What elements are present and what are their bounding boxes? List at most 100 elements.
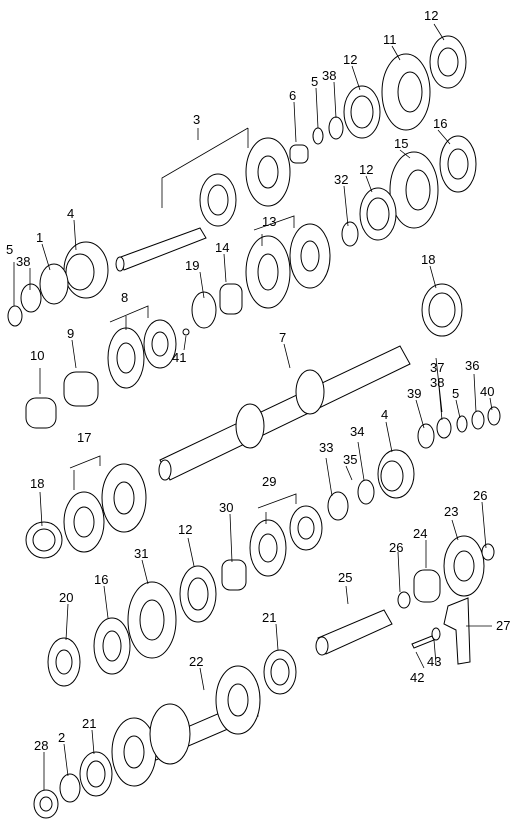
callout-17: 17 [77, 430, 91, 445]
gear-12-topright [429, 35, 467, 89]
callout-26-b: 26 [389, 540, 403, 555]
bushing-6 [289, 144, 309, 164]
callout-24: 24 [413, 526, 427, 541]
callout-6: 6 [289, 88, 296, 103]
callout-12-b: 12 [343, 52, 357, 67]
callout-13: 13 [262, 214, 276, 229]
callout-16-b: 16 [94, 572, 108, 587]
callout-32: 32 [334, 172, 348, 187]
main-shaft-7 [158, 345, 411, 481]
ring-37 [436, 417, 452, 439]
callout-19: 19 [185, 258, 199, 273]
gear-29 [249, 505, 323, 577]
callout-29: 29 [262, 474, 276, 489]
gear-12-lower [179, 565, 217, 623]
callout-30: 30 [219, 500, 233, 515]
bracket-27 [443, 597, 471, 665]
callout-10: 10 [30, 348, 44, 363]
callout-16-a: 16 [433, 116, 447, 131]
ring-39 [417, 423, 435, 449]
ring-5-mid [456, 415, 468, 433]
callout-31: 31 [134, 546, 148, 561]
callout-12-d: 12 [178, 522, 192, 537]
bolt-42 [411, 635, 435, 649]
bearing-4-mid [377, 449, 415, 499]
ring-1 [39, 263, 69, 305]
ball-41 [182, 328, 190, 336]
callout-12-a: 12 [424, 8, 438, 23]
sleeve-10 [25, 397, 57, 429]
gear-17 [63, 463, 147, 553]
callout-33: 33 [319, 440, 333, 455]
bearing-21-upper [263, 649, 297, 695]
callout-23: 23 [444, 504, 458, 519]
bushing-14 [219, 283, 243, 315]
callout-27: 27 [496, 618, 510, 633]
callout-18-a: 18 [421, 252, 435, 267]
callout-labels: 12 11 12 5 38 6 3 16 15 32 12 4 13 1 5 3… [6, 8, 510, 753]
callout-15: 15 [394, 136, 408, 151]
callout-36: 36 [465, 358, 479, 373]
synchro-ring-12-mid [359, 187, 397, 241]
callout-41: 41 [172, 350, 186, 365]
ring-40 [487, 406, 501, 426]
callout-2: 2 [58, 730, 65, 745]
callout-21-a: 21 [262, 610, 276, 625]
bushing-24 [413, 569, 441, 603]
synchro-ring-12-top [343, 85, 381, 139]
callout-14: 14 [215, 240, 229, 255]
gear-16-upper [439, 135, 477, 193]
callout-38-a: 38 [322, 68, 336, 83]
callout-8: 8 [121, 290, 128, 305]
callout-25: 25 [338, 570, 352, 585]
callout-3: 3 [193, 112, 200, 127]
callout-35: 35 [343, 452, 357, 467]
callout-12-c: 12 [359, 162, 373, 177]
gear-16-lower [93, 617, 131, 675]
callout-5-a: 5 [311, 74, 318, 89]
gear-20 [47, 637, 81, 687]
bearing-4-upper [63, 241, 109, 299]
sleeve-hub-31 [127, 581, 177, 659]
washer-19 [191, 291, 217, 329]
bearing-21-lower [79, 751, 113, 797]
input-shaft-3 [115, 137, 291, 272]
callout-42: 42 [410, 670, 424, 685]
bushing-30 [221, 559, 247, 591]
callout-28: 28 [34, 738, 48, 753]
callout-11: 11 [383, 32, 397, 47]
gear-8 [107, 319, 177, 389]
bearing-18-lower [25, 521, 63, 559]
callout-38-c: 38 [430, 375, 444, 390]
ring-26-right [481, 543, 495, 561]
ring-36 [471, 410, 485, 430]
ring-38-top [328, 116, 344, 140]
ring-2 [59, 773, 81, 803]
countershaft-22 [111, 665, 261, 787]
callout-26-a: 26 [473, 488, 487, 503]
callout-9: 9 [67, 326, 74, 341]
callout-18-b: 18 [30, 476, 44, 491]
washer-43 [431, 627, 441, 641]
ring-33 [327, 491, 349, 521]
bearing-18-upper [421, 283, 463, 337]
sleeve-hub-15 [389, 151, 439, 229]
callout-7: 7 [279, 330, 286, 345]
callout-5-b: 5 [6, 242, 13, 257]
callout-37: 37 [430, 360, 444, 375]
callout-38-b: 38 [16, 254, 30, 269]
retainer-34 [357, 479, 375, 505]
ring-26-mid [397, 591, 411, 609]
gear-13 [245, 223, 331, 309]
bushing-9 [63, 371, 99, 407]
gear-23 [443, 535, 485, 597]
callout-22: 22 [189, 654, 203, 669]
sleeve-hub-11 [381, 53, 431, 131]
ring-38-left [20, 283, 42, 313]
callout-1: 1 [36, 230, 43, 245]
callout-43: 43 [427, 654, 441, 669]
callout-4-b: 4 [381, 407, 388, 422]
ring-5-top [312, 127, 324, 145]
callout-4-a: 4 [67, 206, 74, 221]
